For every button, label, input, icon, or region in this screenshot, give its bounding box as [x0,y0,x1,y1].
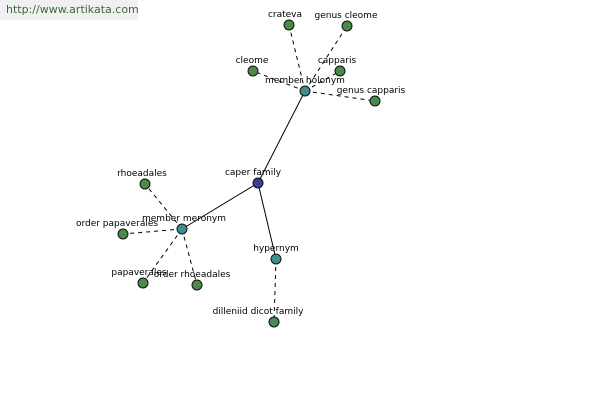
edge-member-meronym-papaverales [142,228,183,284]
node-crateva[interactable]: crateva [268,10,302,31]
node-marker-caper-family[interactable] [252,177,264,189]
node-label-caper-family[interactable]: caper family [225,168,282,178]
node-marker-order-rhoeadales[interactable] [191,279,203,291]
node-marker-order-papaverales[interactable] [117,228,129,240]
node-marker-papaverales[interactable] [137,277,149,289]
node-marker-genus-capparis[interactable] [369,95,381,107]
node-genus-capparis[interactable]: genus capparis [337,86,406,107]
node-marker-capparis[interactable] [334,65,346,77]
node-genus-cleome[interactable]: genus cleome [314,11,378,32]
node-label-rhoeadales[interactable]: rhoeadales [117,169,167,179]
node-order-papaverales[interactable]: order papaverales [76,219,158,240]
node-cleome[interactable]: cleome [236,56,269,77]
node-marker-rhoeadales[interactable] [139,178,151,190]
edge-member-holonym-genus-cleome [304,25,348,92]
node-capparis[interactable]: capparis [318,56,357,77]
node-label-order-papaverales[interactable]: order papaverales [76,219,158,229]
node-label-cleome[interactable]: cleome [236,56,269,66]
edges-layer [122,24,376,323]
node-hypernym[interactable]: hypernym [253,244,299,265]
edge-member-holonym-genus-capparis [304,90,376,102]
edge-hypernym-dilleniid-dicot-family [273,258,277,323]
node-label-dilleniid-dicot-family[interactable]: dilleniid dicot family [213,307,305,317]
node-label-genus-cleome[interactable]: genus cleome [314,11,377,21]
edge-member-holonym-crateva [288,24,306,92]
node-label-order-rhoeadales[interactable]: order rhoeadales [154,270,231,280]
node-label-genus-capparis[interactable]: genus capparis [337,86,406,96]
nodes-layer: caper family member holonym member meronym… [76,10,406,328]
watermark-link[interactable]: http://www.artikata.com [0,0,139,20]
edge-member-holonym-capparis [304,70,341,92]
node-rhoeadales[interactable]: rhoeadales [117,169,167,190]
edge-caper-family-hypernym [257,182,277,260]
node-marker-member-holonym[interactable] [299,85,311,97]
node-marker-member-meronym[interactable] [176,223,188,235]
node-member-holonym[interactable]: member holonym [265,76,345,97]
node-label-hypernym[interactable]: hypernym [253,244,299,254]
node-papaverales[interactable]: papaverales [111,268,167,289]
node-marker-cleome[interactable] [247,65,259,77]
node-caper-family[interactable]: caper family [225,168,282,189]
node-dilleniid-dicot-family[interactable]: dilleniid dicot family [213,307,305,328]
node-member-meronym[interactable]: member meronym [142,214,226,235]
node-label-member-holonym[interactable]: member holonym [265,76,345,86]
edge-caper-family-member-meronym [181,182,259,230]
node-label-capparis[interactable]: capparis [318,56,357,66]
node-label-papaverales[interactable]: papaverales [111,268,167,278]
edge-member-meronym-order-rhoeadales [181,228,198,286]
edge-member-meronym-rhoeadales [144,183,183,230]
node-label-member-meronym[interactable]: member meronym [142,214,226,224]
edge-member-holonym-cleome [252,70,306,92]
node-marker-crateva[interactable] [283,19,295,31]
node-marker-hypernym[interactable] [270,253,282,265]
node-marker-dilleniid-dicot-family[interactable] [268,316,280,328]
node-label-crateva[interactable]: crateva [268,10,302,20]
node-marker-genus-cleome[interactable] [341,20,353,32]
node-order-rhoeadales[interactable]: order rhoeadales [154,270,231,291]
edge-caper-family-member-holonym [257,90,306,184]
edge-member-meronym-order-papaverales [122,228,183,235]
